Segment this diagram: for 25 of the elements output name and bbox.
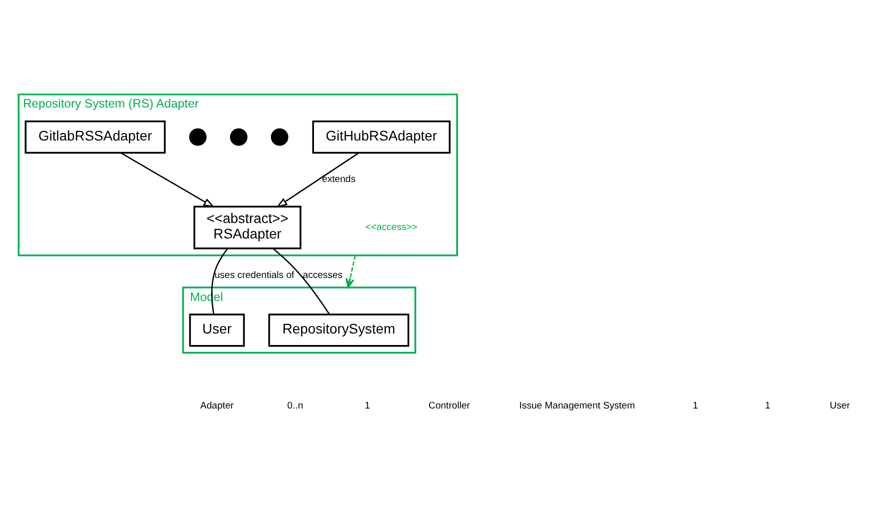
label: 1	[692, 400, 698, 412]
node-circle	[270, 128, 288, 146]
node-box: GitHubRSAdapter	[312, 120, 451, 154]
node-circle	[230, 128, 248, 146]
edge-label: extends	[322, 174, 356, 186]
label: User	[830, 400, 850, 412]
label: 1	[764, 400, 770, 412]
connector	[272, 248, 330, 315]
edge-label: accesses	[302, 270, 343, 281]
arrow	[120, 152, 215, 208]
node-box: GitlabRSSAdapter	[24, 120, 166, 154]
node-box: User	[189, 314, 245, 347]
node-circle	[189, 128, 207, 146]
arrow	[345, 255, 356, 288]
label: 0..n	[287, 400, 304, 412]
edge-label: uses credentials of	[214, 270, 294, 281]
node-box: <<abstract>> RSAdapter	[194, 206, 302, 250]
label: 1	[364, 400, 370, 412]
label: Adapter	[200, 400, 234, 412]
label: Issue Management System	[519, 400, 635, 412]
connector	[211, 248, 228, 314]
label: Controller	[428, 400, 470, 412]
arrow	[276, 152, 360, 208]
node-box: RepositorySystem	[268, 314, 410, 347]
edge-label: <<access>>	[365, 222, 418, 233]
